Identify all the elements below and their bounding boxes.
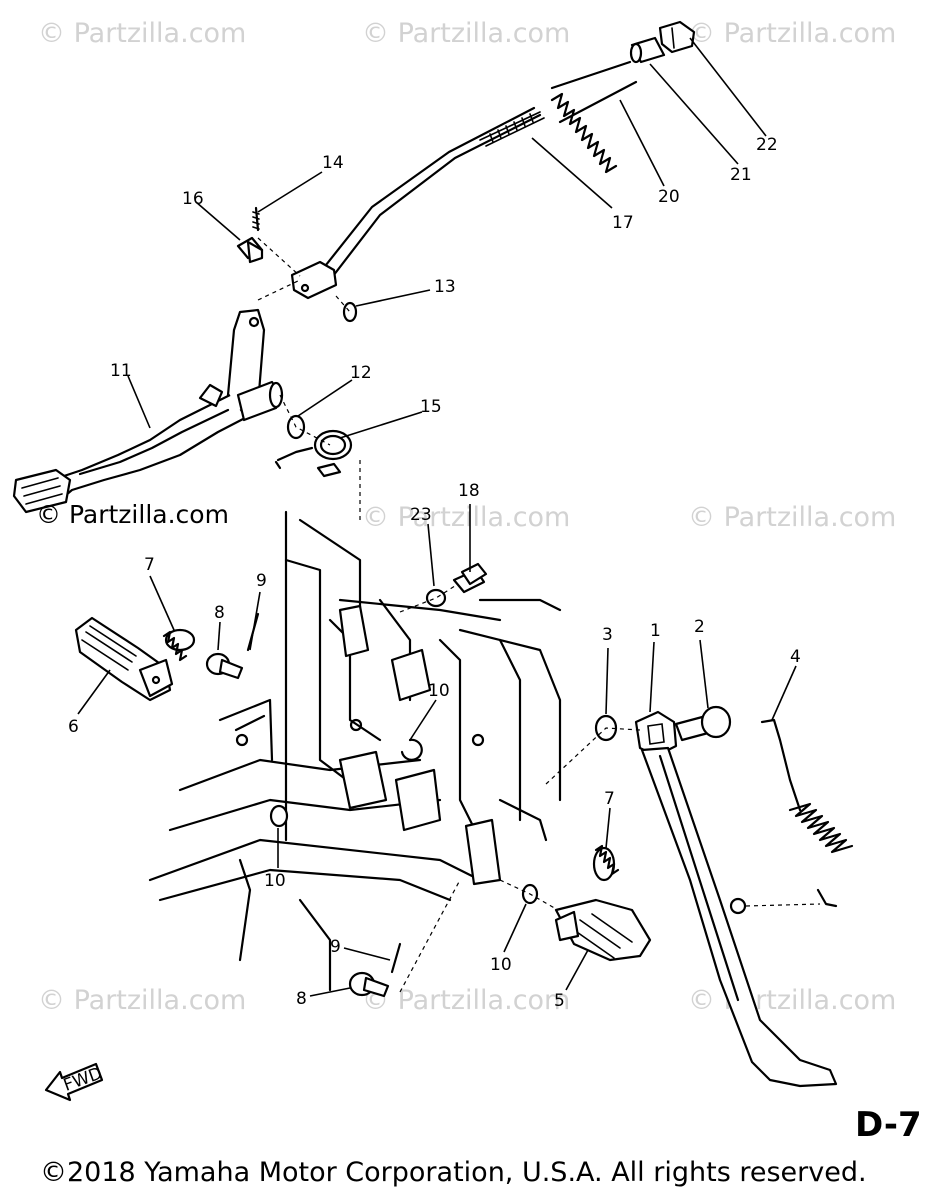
sidestand-part	[634, 710, 838, 1088]
bolt-2-part	[674, 705, 732, 742]
callout-16: 16	[182, 189, 204, 209]
callout-5: 5	[554, 991, 565, 1011]
watermark: © Partzilla.com	[688, 502, 897, 533]
svg-text:FWD: FWD	[61, 1064, 105, 1096]
callout-21: 22	[756, 135, 778, 155]
callout-14: 15	[420, 397, 442, 417]
stand-pin-part	[729, 897, 747, 915]
callout-10-right: 10	[490, 955, 512, 975]
washer-part	[342, 301, 358, 323]
callout-22: 18	[458, 481, 480, 501]
callout-2: 2	[694, 617, 705, 637]
callout-6: 6	[68, 717, 79, 737]
sidestand-spring-part	[760, 718, 854, 908]
spring-7-left-part	[162, 628, 196, 662]
right-footrest-part	[554, 898, 652, 962]
brake-pedal-part	[12, 308, 284, 514]
circlip-part	[400, 738, 423, 761]
callout-1: 1	[650, 621, 661, 641]
washer-23-part	[425, 588, 447, 608]
frame-outline	[148, 510, 562, 992]
watermark: © Partzilla.com	[362, 502, 571, 533]
callout-8-left: 8	[214, 603, 225, 623]
pedal-return-spring-part	[274, 429, 353, 478]
callout-19: 20	[658, 187, 680, 207]
page-code: D-7	[855, 1105, 922, 1145]
forward-arrow: FWD	[44, 1062, 105, 1102]
callout-3: 3	[602, 625, 613, 645]
callout-7-right: 7	[604, 789, 615, 809]
spring-7-right-part	[592, 844, 620, 882]
callout-23: 23	[410, 505, 432, 525]
brake-rod-spring-part	[550, 60, 638, 174]
callout-9-lower: 9	[330, 937, 341, 957]
left-footrest-part	[74, 616, 174, 702]
callout-9-left: 9	[256, 571, 267, 591]
adjusting-nut-part	[658, 20, 696, 54]
watermark: © Partzilla.com	[688, 18, 897, 49]
callout-10-left: 10	[264, 871, 286, 891]
copyright-notice: ©2018 Yamaha Motor Corporation, U.S.A. A…	[40, 1157, 867, 1188]
watermark: © Partzilla.com	[688, 985, 897, 1016]
watermark: © Partzilla.com	[38, 18, 247, 49]
pin-8-left-part	[205, 652, 244, 680]
watermark: © Partzilla.com	[362, 18, 571, 49]
callout-8-lower: 8	[296, 989, 307, 1009]
callout-15: 17	[612, 213, 634, 233]
washer-10-left-part	[269, 804, 289, 828]
callout-17: 13	[434, 277, 456, 297]
clevis-pin-part	[236, 236, 264, 264]
pin-8-lower-part	[348, 971, 390, 998]
callout-7-left: 7	[144, 555, 155, 575]
callout-18: 14	[322, 153, 344, 173]
watermark: © Partzilla.com	[362, 985, 571, 1016]
callout-13: 10	[428, 681, 450, 701]
brake-rod-part	[290, 106, 545, 300]
callout-4: 4	[790, 647, 801, 667]
watermark: © Partzilla.com	[38, 985, 247, 1016]
callout-20: 21	[730, 165, 752, 185]
bolt-22-part	[452, 562, 488, 594]
callout-12: 12	[350, 363, 372, 383]
watermark-dark: © Partzilla.com	[36, 500, 229, 529]
cotter-9-lower-part	[390, 942, 402, 974]
cotter-pin-part	[252, 206, 260, 232]
adjust-collar-part	[629, 36, 666, 64]
callout-11: 11	[110, 361, 132, 381]
